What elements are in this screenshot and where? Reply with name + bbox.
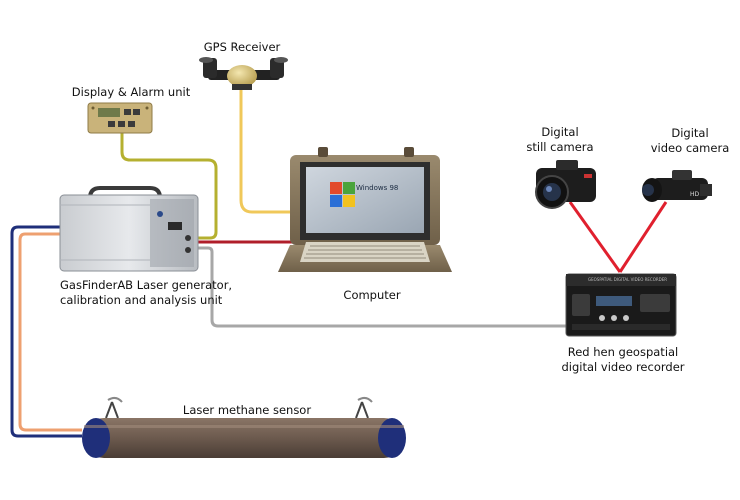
- recorder-device: [565, 273, 677, 337]
- computer-label: Computer: [343, 288, 401, 302]
- alarm-cable: [120, 132, 218, 240]
- video-camera-label-line2: video camera: [650, 141, 730, 155]
- sensor-device: [82, 396, 406, 458]
- recorder-cable: [198, 246, 568, 328]
- computer-device: [278, 147, 452, 272]
- video-camera-device: HD: [642, 170, 712, 202]
- sensor-cable-orange: [18, 232, 82, 432]
- recorder-label-line1: Red hen geospatial: [567, 345, 679, 359]
- recorder-panel-text: GEOSPATIAL DIGITAL VIDEO RECORDER: [588, 277, 668, 282]
- gps-cable: [239, 82, 300, 214]
- video-camera-cable: [618, 201, 668, 273]
- gasfinder-label-line2: calibration and analysis unit: [60, 293, 223, 307]
- still-camera-cable: [568, 201, 622, 273]
- video-camera-label-line1: Digital: [671, 126, 709, 140]
- sensor-cable-blue: [10, 225, 82, 438]
- still-camera-label-line1: Digital: [541, 125, 579, 139]
- display-alarm-label: Display & Alarm unit: [71, 85, 191, 99]
- gps-receiver-label: GPS Receiver: [203, 40, 281, 54]
- display-alarm-device: [87, 102, 153, 134]
- gasfinder-label-line1: GasFinderAB Laser generator,: [60, 278, 233, 292]
- recorder-label-line2: digital video recorder: [561, 360, 685, 374]
- gasfinder-device: [59, 186, 199, 272]
- svg-text:HD: HD: [690, 191, 700, 198]
- screen-logo-text: Windows 98: [356, 184, 399, 192]
- sensor-label: Laser methane sensor: [182, 403, 312, 417]
- still-camera-label-line2: still camera: [526, 140, 594, 154]
- gps-receiver-device: [199, 57, 288, 90]
- cables: [10, 82, 668, 438]
- still-camera-device: [535, 160, 596, 209]
